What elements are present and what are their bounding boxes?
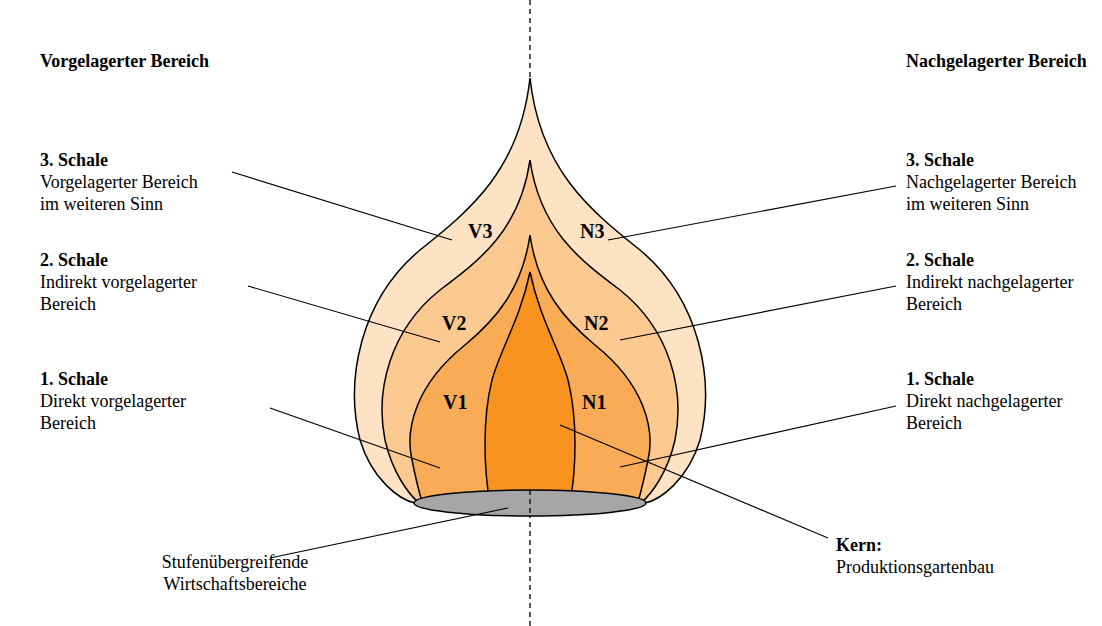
shell-number: 1. Schale xyxy=(906,368,974,390)
leader-line xyxy=(232,172,452,240)
shell-description: Indirekt nachgelagerter Bereich xyxy=(906,271,1077,315)
shell-description: Vorgelagerter Bereich im weiteren Sinn xyxy=(40,171,201,215)
base-ellipse xyxy=(414,490,646,516)
shell-number: 2. Schale xyxy=(40,249,108,271)
base-label: Stufenübergreifende Wirtschaftsbereiche xyxy=(160,551,310,595)
shell-code: N1 xyxy=(582,390,606,414)
shell-description: Direkt nachgelagerter Bereich xyxy=(906,390,1066,434)
leader-line xyxy=(560,425,828,538)
leader-line xyxy=(270,408,440,468)
core-label: Produktionsgartenbau xyxy=(836,556,994,578)
core-shape xyxy=(485,272,575,503)
shell-code: N3 xyxy=(580,219,604,243)
shell-number: 1. Schale xyxy=(40,368,108,390)
leader-line xyxy=(620,406,896,467)
shell-description: Indirekt vorgelagerter Bereich xyxy=(40,271,201,315)
shell-code: V2 xyxy=(442,311,466,335)
region-heading: Nachgelagerter Bereich xyxy=(906,50,1087,72)
core-label: Kern: xyxy=(836,534,882,556)
shell-number: 3. Schale xyxy=(906,149,974,171)
shell-description: Nachgelagerter Bereich im weiteren Sinn xyxy=(906,171,1080,215)
axis-line xyxy=(529,490,530,516)
leader-line xyxy=(608,186,896,240)
shell-code: V1 xyxy=(443,390,467,414)
inner-shell xyxy=(410,235,650,502)
shell-number: 2. Schale xyxy=(906,249,974,271)
shell-number: 3. Schale xyxy=(40,149,108,171)
shell-code: V3 xyxy=(468,219,492,243)
outer-shell xyxy=(355,78,706,503)
leader-line xyxy=(270,508,508,558)
shell-code: N2 xyxy=(584,311,608,335)
region-heading: Vorgelagerter Bereich xyxy=(40,50,209,72)
leader-line xyxy=(248,286,440,342)
leader-line xyxy=(620,286,896,340)
shell-description: Direkt vorgelagerter Bereich xyxy=(40,390,190,434)
middle-shell xyxy=(382,160,678,502)
